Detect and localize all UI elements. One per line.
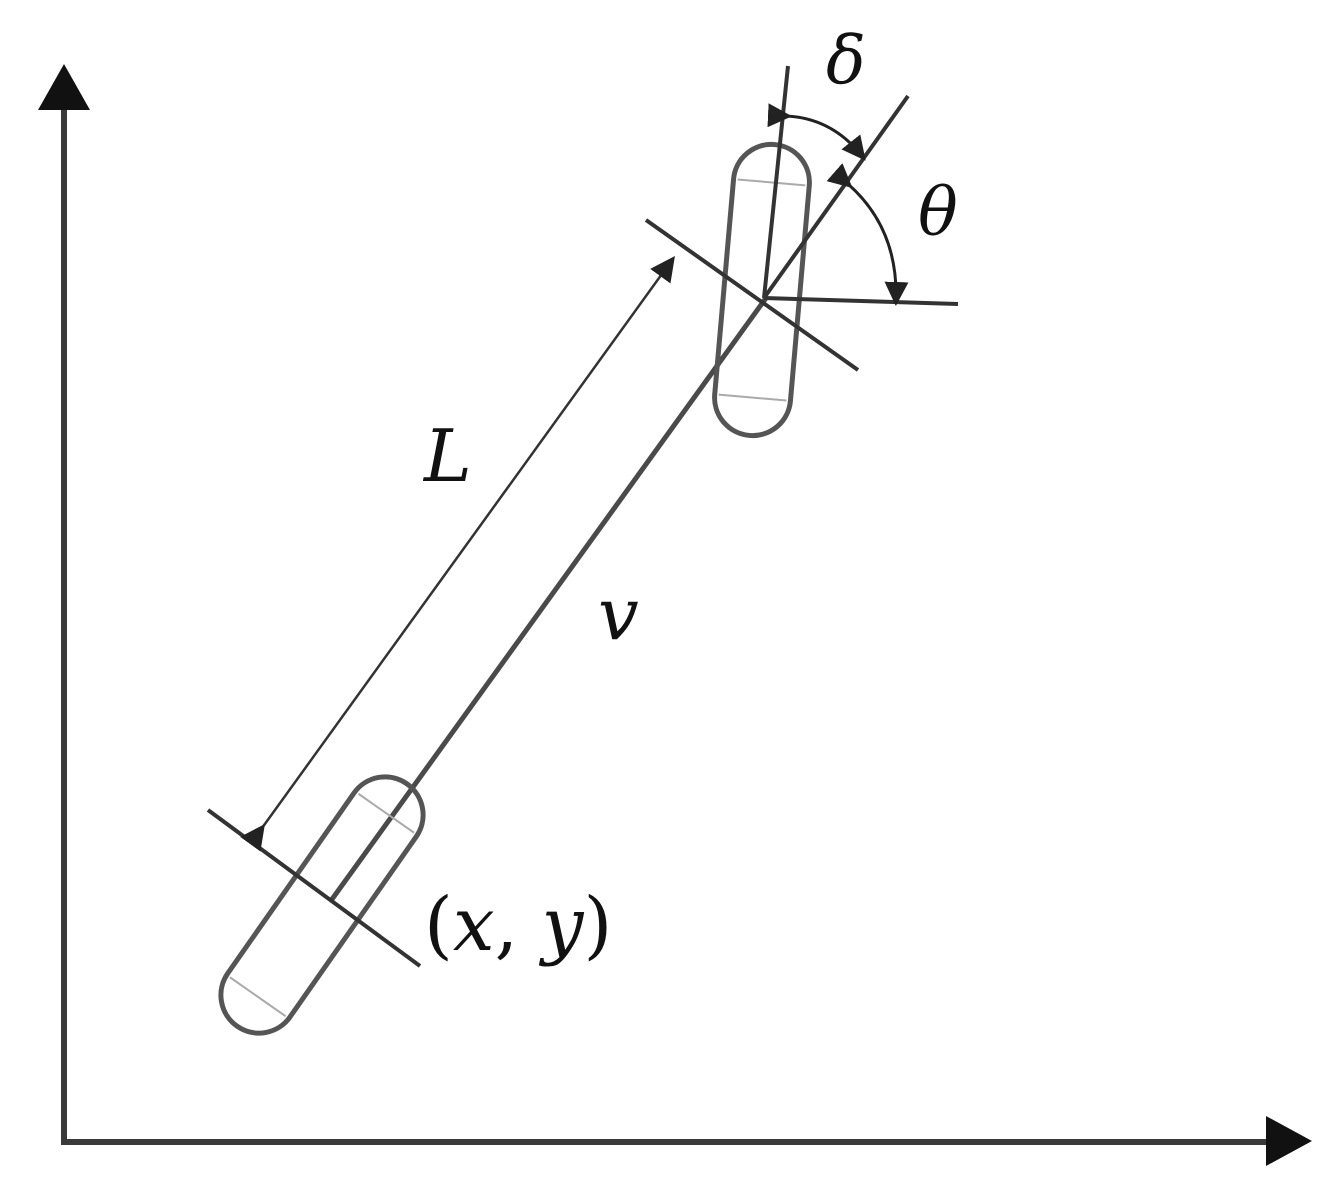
rear-point-x: x	[452, 882, 495, 968]
rear-point-y: y	[541, 882, 584, 968]
wheelbase-dimension-arrow	[240, 255, 675, 852]
steering-angle-arc	[767, 103, 866, 161]
vehicle-body-line	[327, 296, 769, 904]
heading-angle-label: θ	[918, 174, 958, 251]
heading-angle-arc	[826, 163, 909, 306]
y-axis-arrowhead	[38, 64, 90, 110]
rear-wheel	[218, 774, 426, 1036]
rear-point-separator: ,	[494, 882, 542, 968]
rear-point-label: (x, y)	[424, 888, 612, 962]
heading-extension-line	[762, 94, 910, 300]
front-axle-line	[644, 218, 860, 372]
x-axis-arrowhead	[1266, 1116, 1312, 1166]
wheelbase-label: L	[424, 414, 472, 498]
rear-axle-line	[206, 808, 422, 968]
rear-point-open-paren: (	[424, 882, 453, 968]
steering-angle-label: δ	[826, 22, 866, 99]
rear-point-close-paren: )	[583, 882, 613, 968]
front-wheel	[712, 141, 812, 439]
horizontal-reference-line	[763, 296, 959, 306]
coordinate-axes	[38, 64, 1312, 1166]
velocity-label: v	[598, 572, 639, 656]
